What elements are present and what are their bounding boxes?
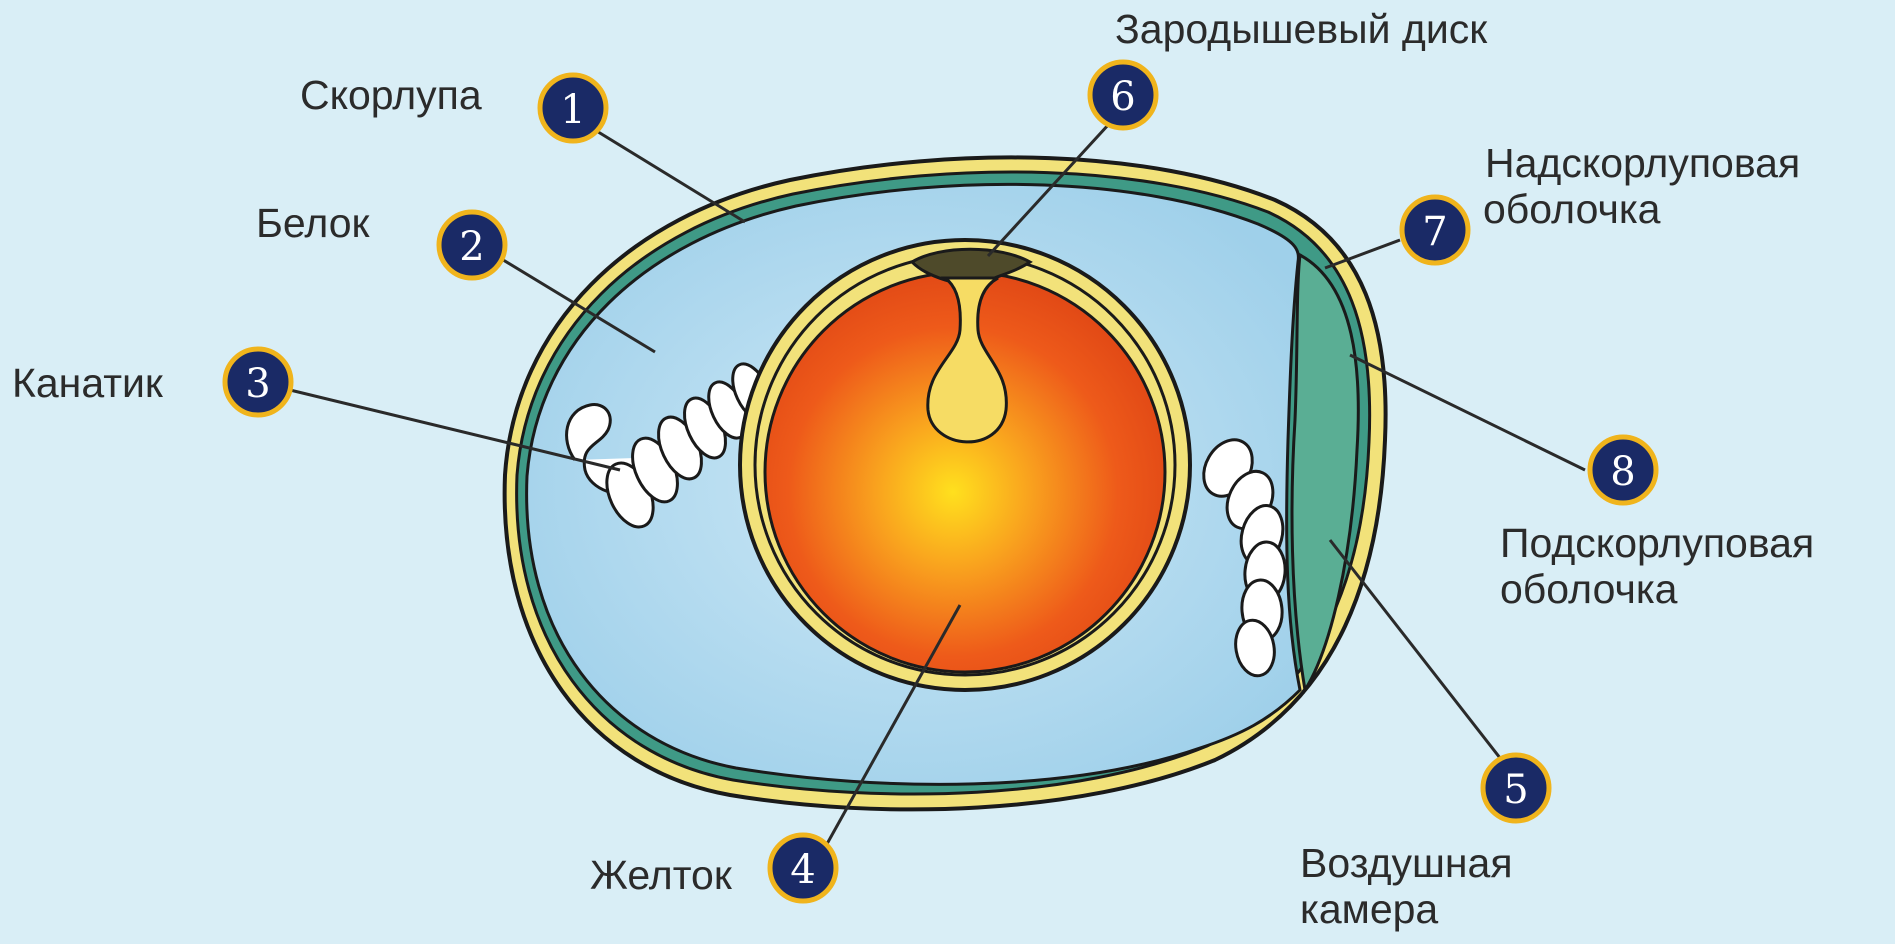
label-air-cell-line2: камера bbox=[1300, 886, 1513, 932]
label-albumen: Белок bbox=[256, 200, 369, 246]
label-air-cell-line1: Воздушная bbox=[1300, 840, 1513, 886]
marker-3: 3 bbox=[225, 349, 291, 415]
marker-4-text: 4 bbox=[790, 847, 815, 893]
marker-8-text: 8 bbox=[1610, 449, 1635, 495]
label-outer-shell-membrane: Надскорлуповая оболочка bbox=[1485, 140, 1800, 232]
air-cell bbox=[1292, 255, 1358, 690]
marker-1: 1 bbox=[540, 75, 606, 141]
label-inner-shell-membrane-line1: Подскорлуповая bbox=[1500, 520, 1814, 566]
marker-6: 6 bbox=[1090, 62, 1156, 128]
marker-8: 8 bbox=[1590, 437, 1656, 503]
label-chalaza: Канатик bbox=[12, 360, 163, 406]
marker-2-text: 2 bbox=[459, 224, 484, 270]
label-outer-shell-membrane-line2: оболочка bbox=[1483, 186, 1800, 232]
marker-6-text: 6 bbox=[1110, 74, 1135, 120]
marker-5: 5 bbox=[1483, 755, 1549, 821]
marker-7: 7 bbox=[1402, 197, 1468, 263]
marker-7-text: 7 bbox=[1422, 209, 1447, 255]
label-yolk: Желток bbox=[590, 852, 732, 898]
label-inner-shell-membrane-line2: оболочка bbox=[1500, 566, 1814, 612]
label-germinal-disc: Зародышевый диск bbox=[1115, 6, 1487, 52]
label-air-cell: Воздушная камера bbox=[1300, 840, 1513, 932]
marker-1-text: 1 bbox=[560, 87, 585, 133]
label-inner-shell-membrane: Подскорлуповая оболочка bbox=[1500, 520, 1814, 612]
marker-5-text: 5 bbox=[1503, 767, 1528, 813]
label-outer-shell-membrane-line1: Надскорлуповая bbox=[1485, 140, 1800, 186]
marker-2: 2 bbox=[439, 212, 505, 278]
marker-4: 4 bbox=[770, 835, 836, 901]
label-shell: Скорлупа bbox=[300, 72, 482, 118]
marker-3-text: 3 bbox=[245, 361, 270, 407]
